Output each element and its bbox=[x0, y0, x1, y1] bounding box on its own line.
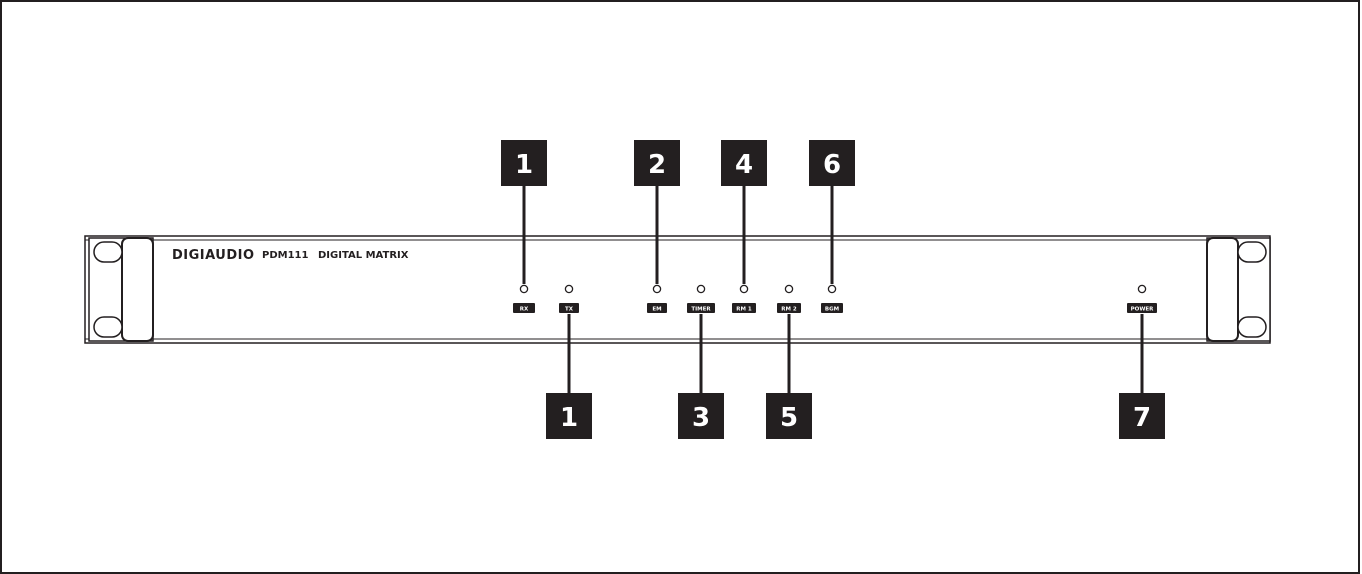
right-handle bbox=[1206, 237, 1239, 342]
indicator-em: EM 2 bbox=[634, 140, 680, 313]
rx-callout-number: 1 bbox=[515, 150, 533, 180]
timer-callout-number: 3 bbox=[692, 403, 710, 433]
left-mount-slot-top bbox=[93, 241, 123, 263]
em-led bbox=[652, 284, 662, 294]
power-label: POWER bbox=[1131, 307, 1155, 313]
indicator-tx: TX 1 bbox=[546, 284, 592, 439]
indicator-timer: TIMER 3 bbox=[678, 284, 724, 439]
tx-callout-number: 1 bbox=[560, 403, 578, 433]
brand-logo: DIGIAUDIO bbox=[172, 248, 255, 263]
rm1-led bbox=[739, 284, 749, 294]
device-body bbox=[84, 235, 1271, 344]
power-led bbox=[1137, 284, 1147, 294]
indicator-power: POWER 7 bbox=[1119, 284, 1165, 439]
em-callout-number: 2 bbox=[648, 150, 666, 180]
tx-label-tag bbox=[559, 303, 579, 313]
rm1-label: RM 1 bbox=[736, 307, 752, 313]
bgm-label-tag bbox=[821, 303, 843, 313]
rm1-callout-number: 4 bbox=[735, 150, 753, 180]
left-mount-slot-bottom bbox=[93, 316, 123, 338]
timer-led bbox=[696, 284, 706, 294]
rx-label: RX bbox=[520, 307, 529, 313]
model-description: DIGITAL MATRIX bbox=[318, 250, 409, 261]
indicator-bgm: BGM 6 bbox=[809, 140, 855, 313]
rm2-label-tag bbox=[777, 303, 801, 313]
timer-callout-box bbox=[678, 393, 724, 439]
tx-led bbox=[564, 284, 574, 294]
power-callout-box bbox=[1119, 393, 1165, 439]
bgm-callout-number: 6 bbox=[823, 150, 841, 180]
tx-callout-box bbox=[546, 393, 592, 439]
indicator-rm1: RM 1 4 bbox=[721, 140, 767, 313]
right-mount-slot-bottom bbox=[1237, 316, 1267, 338]
rm2-callout-box bbox=[766, 393, 812, 439]
rm2-led bbox=[784, 284, 794, 294]
bgm-label: BGM bbox=[825, 307, 839, 313]
timer-label-tag bbox=[687, 303, 715, 313]
rm1-callout-box bbox=[721, 140, 767, 186]
right-mount-slot-top bbox=[1237, 241, 1267, 263]
rx-led bbox=[519, 284, 529, 294]
bgm-callout-box bbox=[809, 140, 855, 186]
em-label-tag bbox=[647, 303, 667, 313]
model-number: PDM111 bbox=[262, 250, 308, 261]
rm2-label: RM 2 bbox=[781, 307, 797, 313]
right-rack-ear bbox=[1206, 237, 1271, 342]
rx-callout-box bbox=[501, 140, 547, 186]
timer-label: TIMER bbox=[691, 307, 711, 313]
em-label: EM bbox=[652, 307, 661, 313]
em-callout-box bbox=[634, 140, 680, 186]
power-callout-number: 7 bbox=[1133, 403, 1151, 433]
left-rack-ear bbox=[88, 237, 154, 342]
tx-label: TX bbox=[565, 307, 574, 313]
rx-label-tag bbox=[513, 303, 535, 313]
bgm-led bbox=[827, 284, 837, 294]
rm1-label-tag bbox=[732, 303, 756, 313]
rm2-callout-number: 5 bbox=[780, 403, 798, 433]
indicator-rm2: RM 2 5 bbox=[766, 284, 812, 439]
power-label-tag bbox=[1127, 303, 1157, 313]
indicator-rx: RX 1 bbox=[501, 140, 547, 313]
left-handle bbox=[121, 237, 154, 342]
